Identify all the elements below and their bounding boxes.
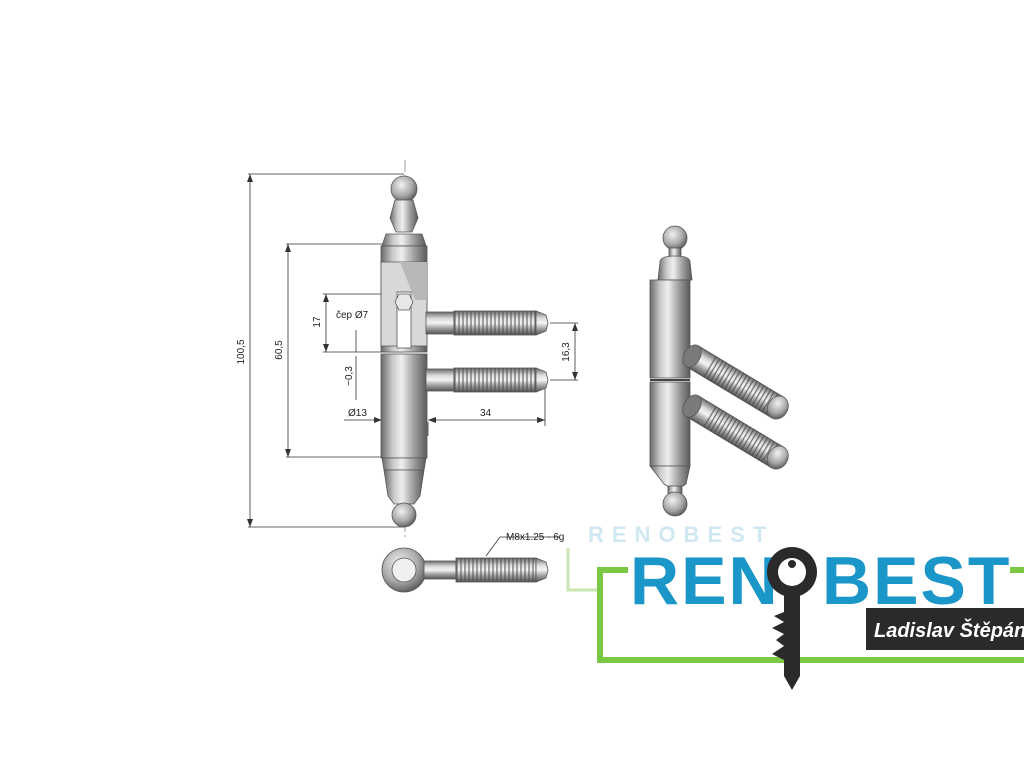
- perspective-view: [649, 225, 793, 517]
- renobest-logo: RENOBEST REN BEST Ladislav Štěpán: [566, 522, 1024, 690]
- top-view: M8x1.25 - 6g: [381, 532, 564, 593]
- dim-thread-spec: M8x1.25 - 6g: [506, 532, 564, 543]
- logo-frame: [597, 567, 1024, 663]
- logo-subtitle: Ladislav Štěpán: [874, 618, 1024, 642]
- front-view: 100,5 60,5 17 čep Ø7 ~0,3 Ø13 34 16,3: [236, 160, 578, 540]
- hinge-front: [380, 175, 428, 528]
- logo-brand-left: REN: [630, 543, 780, 619]
- logo-watermark-frame: [566, 548, 600, 592]
- logo-subtitle-bar: [866, 608, 1024, 650]
- dim-pin-length: 17: [312, 316, 323, 328]
- dim-body-height: 60,5: [274, 340, 285, 360]
- key-icon: [767, 547, 817, 690]
- logo-brand-right: BEST: [822, 543, 1011, 619]
- upper-screw: [425, 310, 549, 336]
- dim-total-height: 100,5: [236, 339, 247, 364]
- dim-screw-spacing: 16,3: [561, 342, 572, 362]
- dim-pin-diameter: čep Ø7: [336, 310, 369, 321]
- dim-gap: ~0,3: [344, 366, 355, 386]
- logo-watermark: RENOBEST: [588, 522, 774, 547]
- dim-screw-length: 34: [480, 408, 492, 419]
- dim-barrel-diameter: Ø13: [348, 408, 367, 419]
- dimension-arrows: [247, 174, 578, 527]
- lower-screw: [425, 367, 549, 393]
